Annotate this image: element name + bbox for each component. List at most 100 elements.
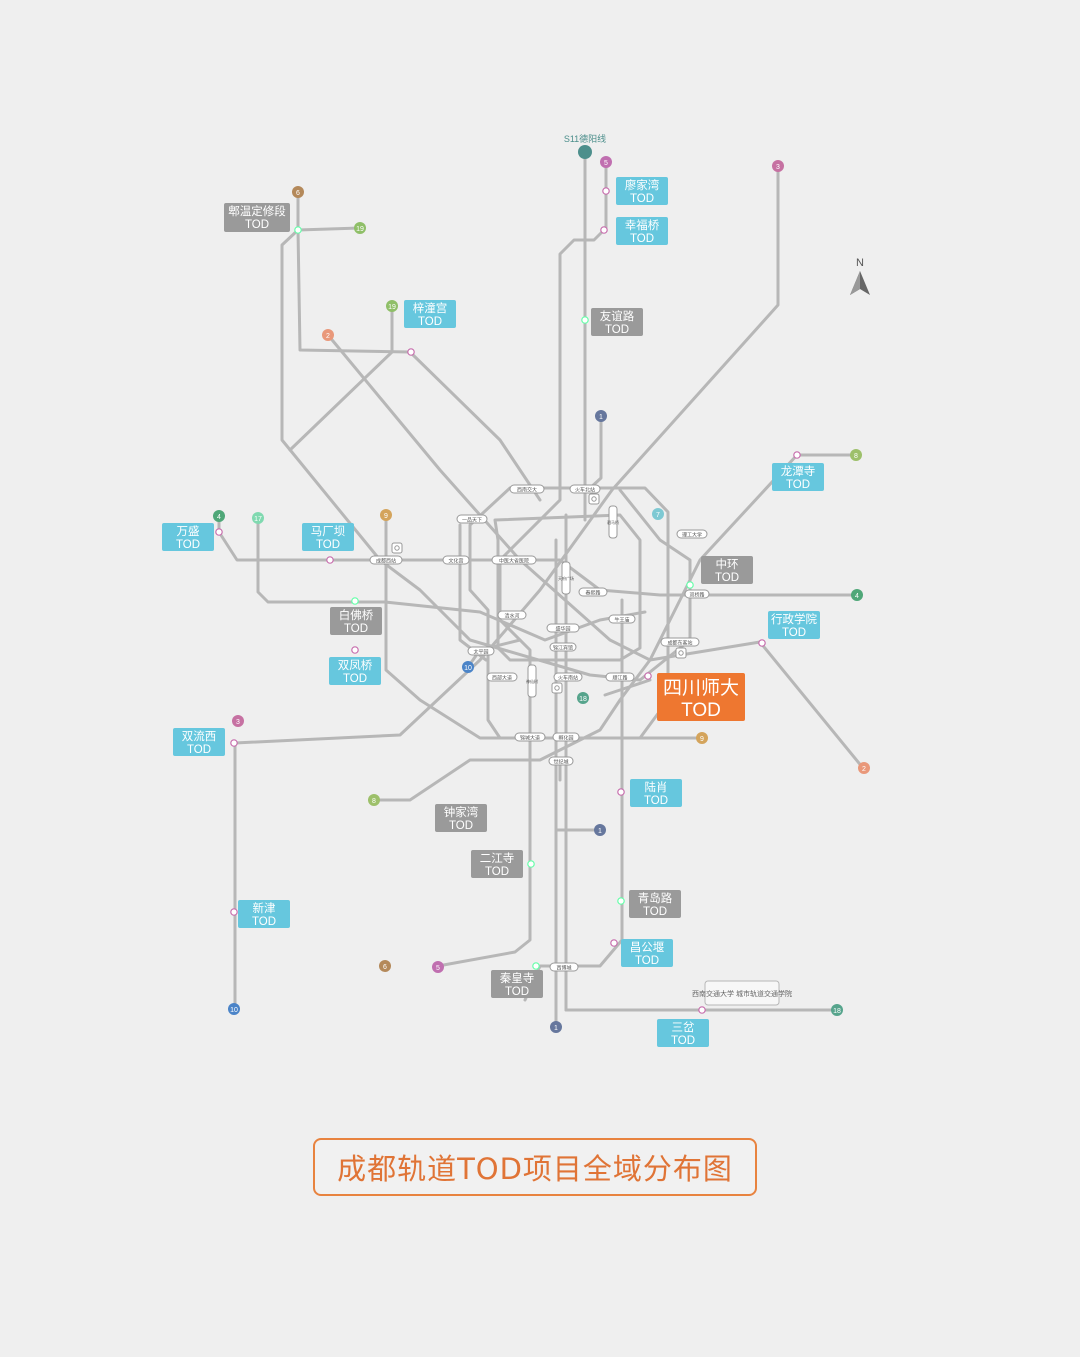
station-tpy: 太平园 xyxy=(467,646,495,656)
line-terminal-l19b: 19 xyxy=(386,300,398,312)
station-label: 成都西站 xyxy=(376,558,396,565)
tod-station-dot xyxy=(326,556,334,564)
tod-station-dot xyxy=(351,597,359,605)
line-terminal-label: 3 xyxy=(776,164,780,171)
tod-station-dot xyxy=(527,860,535,868)
tod-station-dot xyxy=(698,1006,706,1014)
line-terminal-l9e: 9 xyxy=(696,732,708,744)
tod-name: 廖家湾 xyxy=(625,178,660,192)
tod-suffix: TOD xyxy=(605,324,629,336)
line-terminal-l4w: 4 xyxy=(213,510,225,522)
station-xnjdu: 西南交通大学 城市轨道交通学院 xyxy=(692,980,792,1006)
metro-lines xyxy=(217,150,865,1027)
tod-station-dot xyxy=(686,581,694,589)
station-label: 西博城 xyxy=(556,965,571,972)
north-arrow-icon: N xyxy=(850,257,870,295)
tod-station-dot xyxy=(215,528,223,536)
tod-station-dot xyxy=(602,187,610,195)
line-terminal-s11: S11德阳线 xyxy=(564,133,606,159)
station-label: 一品天下 xyxy=(462,518,482,524)
line-terminal-l2w: 2 xyxy=(322,329,334,341)
map-title: 成都轨道TOD项目全域分布图 xyxy=(313,1138,757,1196)
tod-name: 龙潭寺 xyxy=(781,465,816,478)
line-terminal-label: 18 xyxy=(579,696,587,703)
tod-suffix: TOD xyxy=(187,744,211,756)
tod-station-dot xyxy=(581,316,589,324)
tod-name: 青岛路 xyxy=(638,891,673,905)
tod-suffix: TOD xyxy=(343,673,367,685)
line-terminal-label: 5 xyxy=(436,965,440,972)
tod-station-dot xyxy=(230,739,238,747)
station-labels: 西南交大火车北站一品天下驷马桥理工大学成都西站文化宫中医大省医院天府广场春熙路双… xyxy=(369,484,792,1006)
line-terminal-l4e: 4 xyxy=(851,589,863,601)
line-terminal-label: 5 xyxy=(604,160,608,167)
tod-suffix: TOD xyxy=(449,820,473,832)
line-terminal-label: 2 xyxy=(862,766,866,773)
line-terminal-l3n: 3 xyxy=(772,160,784,172)
line-terminal-l2e: 2 xyxy=(858,762,870,774)
tod-station-dot xyxy=(294,226,302,234)
line-terminal-label: 10 xyxy=(230,1007,238,1014)
tod-suffix: TOD xyxy=(630,233,654,245)
tod-station-dot xyxy=(617,897,625,905)
tod-name: 双凤桥 xyxy=(338,659,373,672)
tod-station-dot xyxy=(407,348,415,356)
station-label: 理工大学 xyxy=(682,532,702,539)
station-hcbz: 火车北站 xyxy=(569,484,601,494)
line-terminal-l19a: 19 xyxy=(354,222,366,234)
tod-name: 友谊路 xyxy=(600,309,635,323)
hub-icon xyxy=(551,682,563,694)
line-terminal-label: 7 xyxy=(656,512,660,519)
line-terminal-label: 8 xyxy=(372,798,376,805)
station-label: 西南交通大学 城市轨道交通学院 xyxy=(692,989,792,998)
tod-name: 昌公堰 xyxy=(630,941,665,954)
station-label: 文化宫 xyxy=(448,558,463,565)
tod-suffix: TOD xyxy=(418,316,442,328)
station-lgdx: 理工大学 xyxy=(676,529,708,539)
tod-suffix: TOD xyxy=(630,193,654,205)
line-terminal-l5n: 5 xyxy=(600,156,612,168)
station-cdxz: 成都西站 xyxy=(369,555,403,565)
tod-suffix: TOD xyxy=(505,986,529,998)
tod-name: 二江寺 xyxy=(480,852,515,865)
station-label: 驷马桥 xyxy=(607,519,619,525)
tod-name: 陆肖 xyxy=(645,780,668,794)
line-terminal-l1n: 1 xyxy=(595,410,607,422)
line-terminal-l1b: 1 xyxy=(550,1021,562,1033)
tod-suffix: TOD xyxy=(681,700,721,721)
station-label: 火车北站 xyxy=(575,487,595,494)
station-tpn: 神仙树 xyxy=(526,664,538,698)
line-terminal-label: S11德阳线 xyxy=(564,133,606,144)
line-terminal-l7: 7 xyxy=(652,508,664,520)
tod-name: 四川师大 xyxy=(663,677,739,699)
station-whg: 文化宫 xyxy=(442,555,470,565)
line-terminal-label: 6 xyxy=(296,190,300,197)
line-terminal-l5s: 5 xyxy=(432,961,444,973)
tod-suffix: TOD xyxy=(671,1035,695,1047)
station-label: 世纪城 xyxy=(553,759,568,766)
tod-station-dot xyxy=(758,639,766,647)
